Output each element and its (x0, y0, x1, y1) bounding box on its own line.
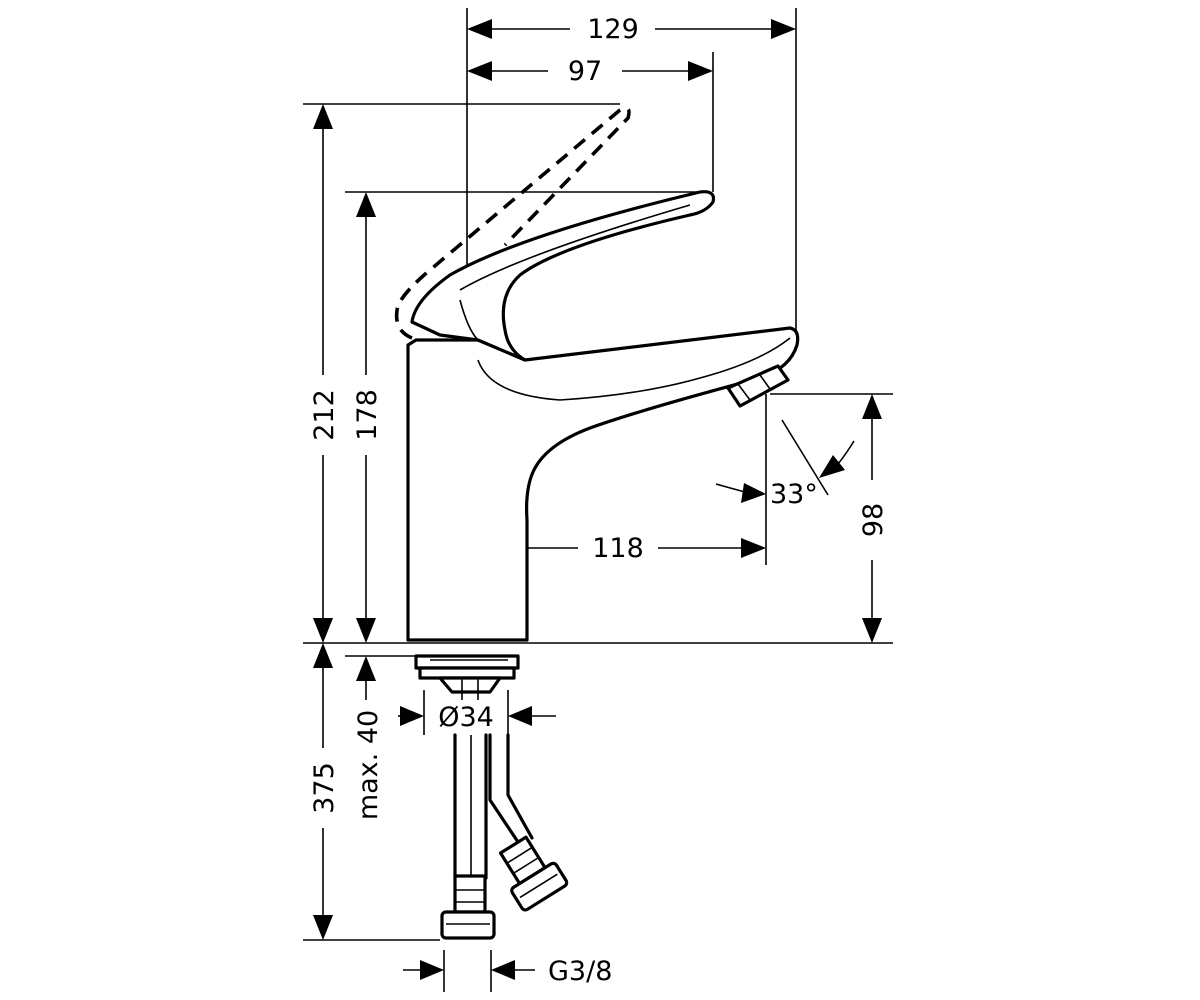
dim-118-label: 118 (592, 533, 644, 564)
dim-g38-label: G3/8 (548, 956, 612, 987)
supply-hoses (440, 733, 569, 940)
dim-thread-diameter: Ø34 (398, 702, 556, 733)
dim-height-total: 212 (309, 104, 340, 643)
lever-open-dashed (394, 106, 631, 340)
dim-connection-thread: G3/8 (403, 956, 612, 987)
dim-spout-angle: 33° (715, 419, 855, 510)
aerator (726, 364, 790, 408)
faucet-body (406, 326, 800, 642)
dim-33-label: 33° (770, 479, 818, 510)
dim-d34-label: Ø34 (438, 702, 494, 733)
dim-max-thickness: max. 40 (353, 656, 384, 820)
dim-178-label: 178 (352, 389, 383, 441)
dim-width-total: 129 (467, 14, 796, 45)
hose-connector-right (498, 835, 569, 912)
dim-hose-length: 375 (309, 643, 340, 940)
dim-98-label: 98 (858, 503, 889, 537)
dim-375-label: 375 (309, 762, 340, 814)
dim-129-label: 129 (587, 14, 639, 45)
dim-212-label: 212 (309, 389, 340, 441)
lever-closed (410, 190, 716, 362)
dim-97-label: 97 (568, 56, 602, 87)
dim-height-lever: 178 (352, 192, 383, 643)
hose-connector-left (440, 874, 496, 940)
dim-max40-label: max. 40 (353, 710, 384, 820)
dim-lever-reach: 97 (467, 56, 713, 87)
extension-lines (303, 8, 893, 992)
mounting-base (414, 654, 520, 700)
dim-spout-height: 98 (858, 394, 889, 643)
